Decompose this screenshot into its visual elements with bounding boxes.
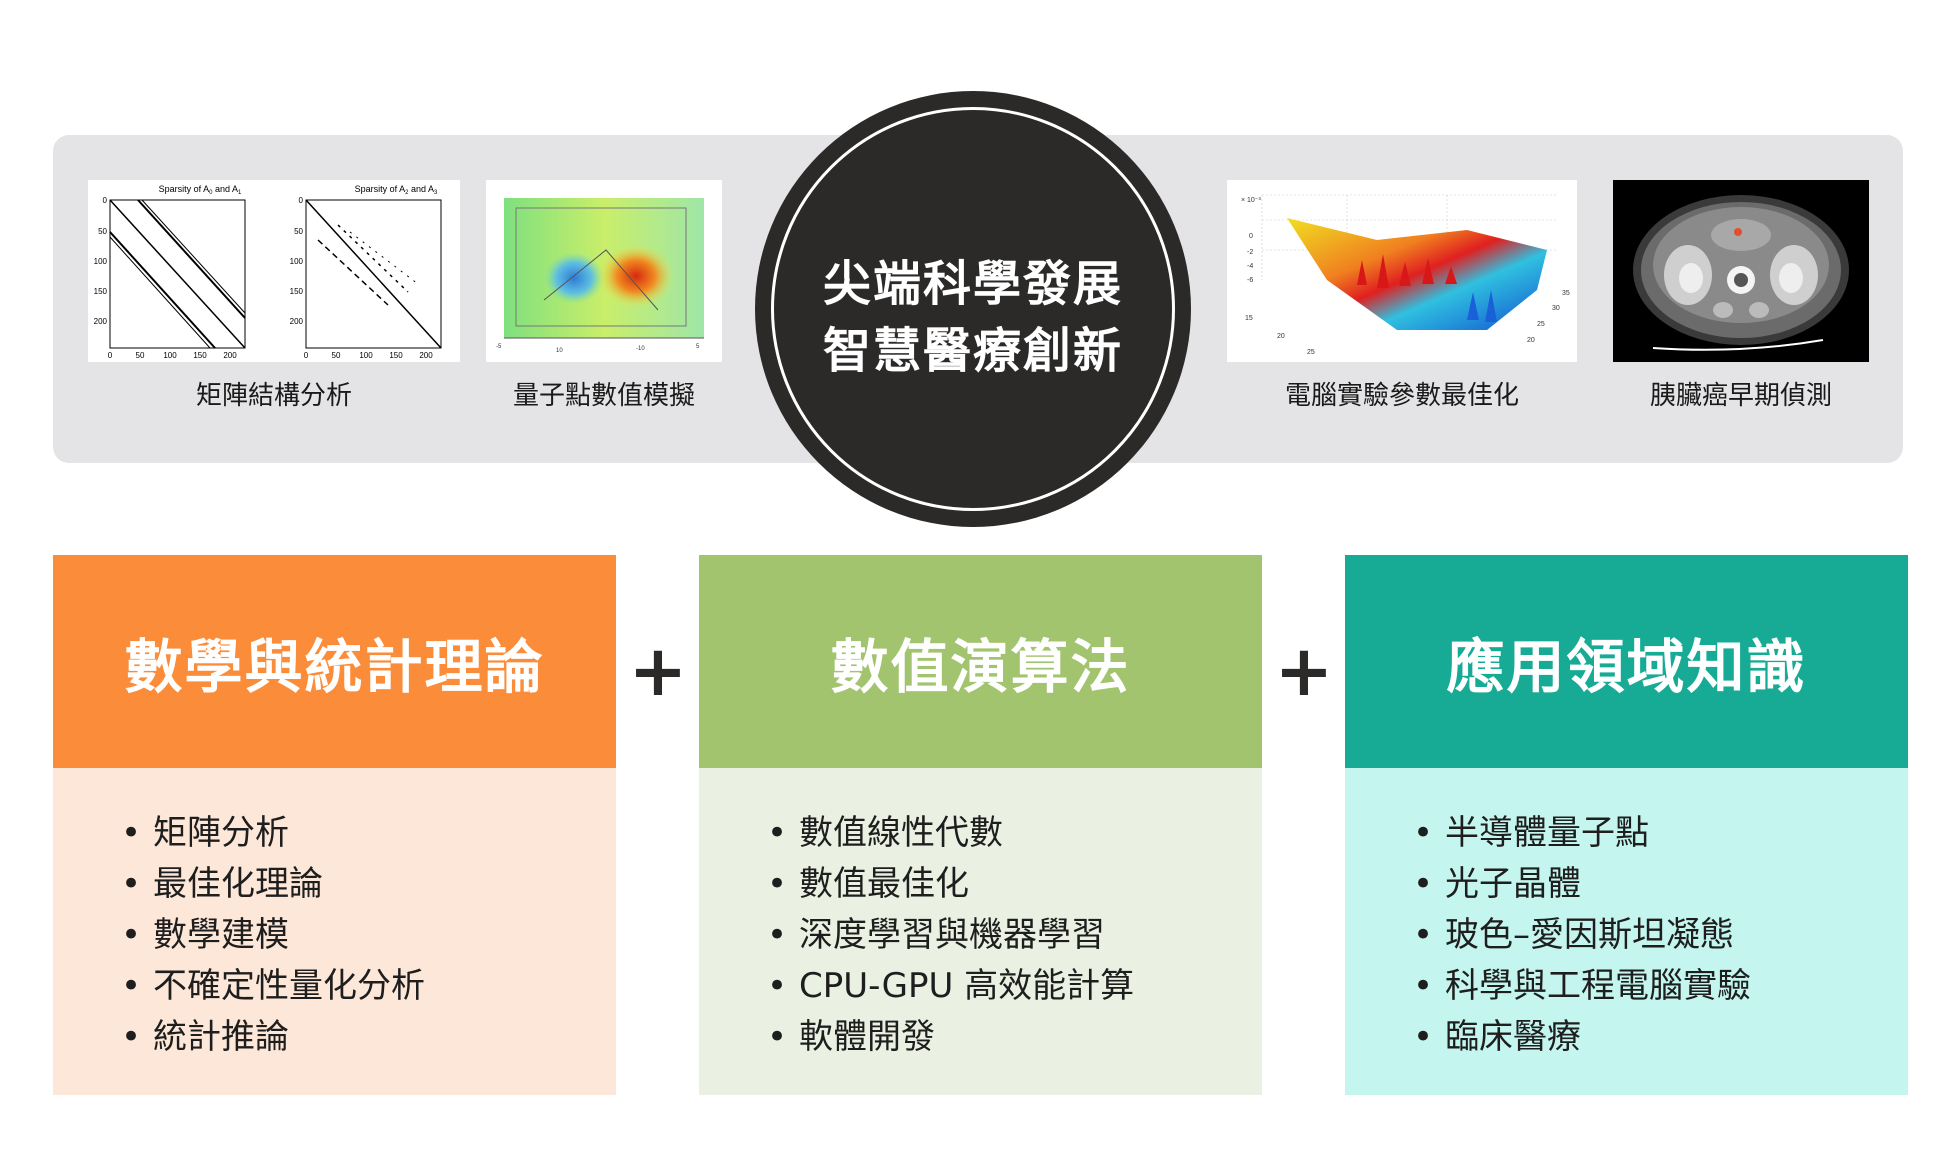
list-item: •數值線性代數 bbox=[767, 808, 1262, 859]
list-item: •科學與工程電腦實驗 bbox=[1413, 961, 1908, 1012]
svg-text:35: 35 bbox=[1562, 290, 1570, 297]
svg-text:25: 25 bbox=[1307, 349, 1315, 356]
center-ring bbox=[771, 107, 1175, 511]
svg-text:Sparsity of A0 and A1: Sparsity of A0 and A1 bbox=[159, 184, 242, 196]
svg-text:× 10⁻³: × 10⁻³ bbox=[1241, 197, 1262, 204]
bullet: • bbox=[1413, 864, 1434, 904]
svg-text:200: 200 bbox=[94, 317, 108, 326]
svg-text:50: 50 bbox=[294, 227, 303, 236]
plus-sign-1: + bbox=[628, 630, 688, 712]
bullet: • bbox=[767, 864, 788, 904]
svg-text:20: 20 bbox=[1527, 337, 1535, 344]
svg-text:-6: -6 bbox=[1247, 277, 1253, 284]
center-circle: 尖端科學發展 智慧醫療創新 bbox=[755, 91, 1191, 527]
center-line-2: 智慧醫療創新 bbox=[822, 323, 1123, 379]
svg-text:0: 0 bbox=[304, 351, 309, 360]
svg-text:200: 200 bbox=[223, 351, 237, 360]
svg-text:100: 100 bbox=[163, 351, 177, 360]
caption-computer-experiment: 電腦實驗參數最佳化 bbox=[1284, 381, 1519, 411]
svg-text:200: 200 bbox=[419, 351, 433, 360]
bullet: • bbox=[1413, 915, 1434, 955]
svg-text:0: 0 bbox=[103, 196, 108, 205]
bullet: • bbox=[121, 966, 142, 1006]
bullet: • bbox=[121, 915, 142, 955]
svg-text:100: 100 bbox=[290, 257, 304, 266]
sparsity-plot-image: Sparsity of A0 and A1 0 50 100 150 200 0… bbox=[88, 180, 460, 362]
svg-text:150: 150 bbox=[389, 351, 403, 360]
list-item: •不確定性量化分析 bbox=[121, 961, 616, 1012]
column-body-numerical-algorithms: •數值線性代數 •數值最佳化 •深度學習與機器學習 •CPU-GPU 高效能計算… bbox=[699, 768, 1262, 1095]
list-item: •CPU-GPU 高效能計算 bbox=[767, 961, 1262, 1012]
caption-quantum-dot: 量子點數值模擬 bbox=[512, 381, 695, 411]
quantum-dot-image: -5 10 -10 5 bbox=[486, 180, 722, 362]
list-item: •深度學習與機器學習 bbox=[767, 910, 1262, 961]
list-item: •臨床醫療 bbox=[1413, 1012, 1908, 1063]
list-item: •統計推論 bbox=[121, 1012, 616, 1063]
numerical-algorithms-list: •數值線性代數 •數值最佳化 •深度學習與機器學習 •CPU-GPU 高效能計算… bbox=[699, 768, 1262, 1063]
bullet: • bbox=[767, 1017, 788, 1057]
center-line-1: 尖端科學發展 bbox=[822, 256, 1123, 312]
bullet: • bbox=[767, 813, 788, 853]
bullet: • bbox=[1413, 966, 1434, 1006]
svg-text:25: 25 bbox=[1537, 321, 1545, 328]
bullet: • bbox=[1413, 1017, 1434, 1057]
bullet: • bbox=[121, 813, 142, 853]
column-head-math-stats: 數學與統計理論 bbox=[53, 555, 616, 768]
list-item: •軟體開發 bbox=[767, 1012, 1262, 1063]
svg-text:5: 5 bbox=[696, 344, 700, 350]
svg-text:150: 150 bbox=[193, 351, 207, 360]
svg-text:10: 10 bbox=[556, 348, 563, 354]
column-body-math-stats: •矩陣分析 •最佳化理論 •數學建模 •不確定性量化分析 •統計推論 bbox=[53, 768, 616, 1095]
svg-text:150: 150 bbox=[94, 287, 108, 296]
svg-text:15: 15 bbox=[1245, 315, 1253, 322]
list-item: •半導體量子點 bbox=[1413, 808, 1908, 859]
ct-scan-image bbox=[1613, 180, 1869, 362]
list-item: •最佳化理論 bbox=[121, 859, 616, 910]
list-item: •數學建模 bbox=[121, 910, 616, 961]
svg-text:30: 30 bbox=[1552, 305, 1560, 312]
svg-text:0: 0 bbox=[108, 351, 113, 360]
svg-text:0: 0 bbox=[1249, 233, 1253, 240]
column-head-numerical-algorithms: 數值演算法 bbox=[699, 555, 1262, 768]
bullet: • bbox=[121, 1017, 142, 1057]
svg-text:0: 0 bbox=[299, 196, 304, 205]
caption-matrix-analysis: 矩陣結構分析 bbox=[195, 381, 352, 411]
surface-plot-image: × 10⁻³ 0 -2 -4 -6 15 20 25 35 30 25 20 bbox=[1227, 180, 1577, 362]
bullet: • bbox=[121, 864, 142, 904]
svg-text:-5: -5 bbox=[496, 344, 502, 350]
svg-text:50: 50 bbox=[98, 227, 107, 236]
list-item: •玻色–愛因斯坦凝態 bbox=[1413, 910, 1908, 961]
svg-text:Sparsity of A2 and A3: Sparsity of A2 and A3 bbox=[355, 184, 438, 196]
svg-text:-4: -4 bbox=[1247, 263, 1253, 270]
svg-text:50: 50 bbox=[332, 351, 341, 360]
list-item: •光子晶體 bbox=[1413, 859, 1908, 910]
svg-text:200: 200 bbox=[290, 317, 304, 326]
column-body-domain-knowledge: •半導體量子點 •光子晶體 •玻色–愛因斯坦凝態 •科學與工程電腦實驗 •臨床醫… bbox=[1345, 768, 1908, 1095]
caption-pancreatic-cancer: 胰臟癌早期偵測 bbox=[1649, 381, 1832, 411]
svg-text:100: 100 bbox=[359, 351, 373, 360]
svg-text:150: 150 bbox=[290, 287, 304, 296]
plus-sign-2: + bbox=[1274, 630, 1334, 712]
svg-text:50: 50 bbox=[136, 351, 145, 360]
svg-text:20: 20 bbox=[1277, 333, 1285, 340]
list-item: •數值最佳化 bbox=[767, 859, 1262, 910]
bullet: • bbox=[767, 966, 788, 1006]
svg-text:100: 100 bbox=[94, 257, 108, 266]
svg-text:-2: -2 bbox=[1247, 249, 1253, 256]
domain-knowledge-list: •半導體量子點 •光子晶體 •玻色–愛因斯坦凝態 •科學與工程電腦實驗 •臨床醫… bbox=[1345, 768, 1908, 1063]
column-head-domain-knowledge: 應用領域知識 bbox=[1345, 555, 1908, 768]
math-stats-list: •矩陣分析 •最佳化理論 •數學建模 •不確定性量化分析 •統計推論 bbox=[53, 768, 616, 1063]
bullet: • bbox=[1413, 813, 1434, 853]
list-item: •矩陣分析 bbox=[121, 808, 616, 859]
bullet: • bbox=[767, 915, 788, 955]
svg-text:-10: -10 bbox=[636, 346, 645, 352]
